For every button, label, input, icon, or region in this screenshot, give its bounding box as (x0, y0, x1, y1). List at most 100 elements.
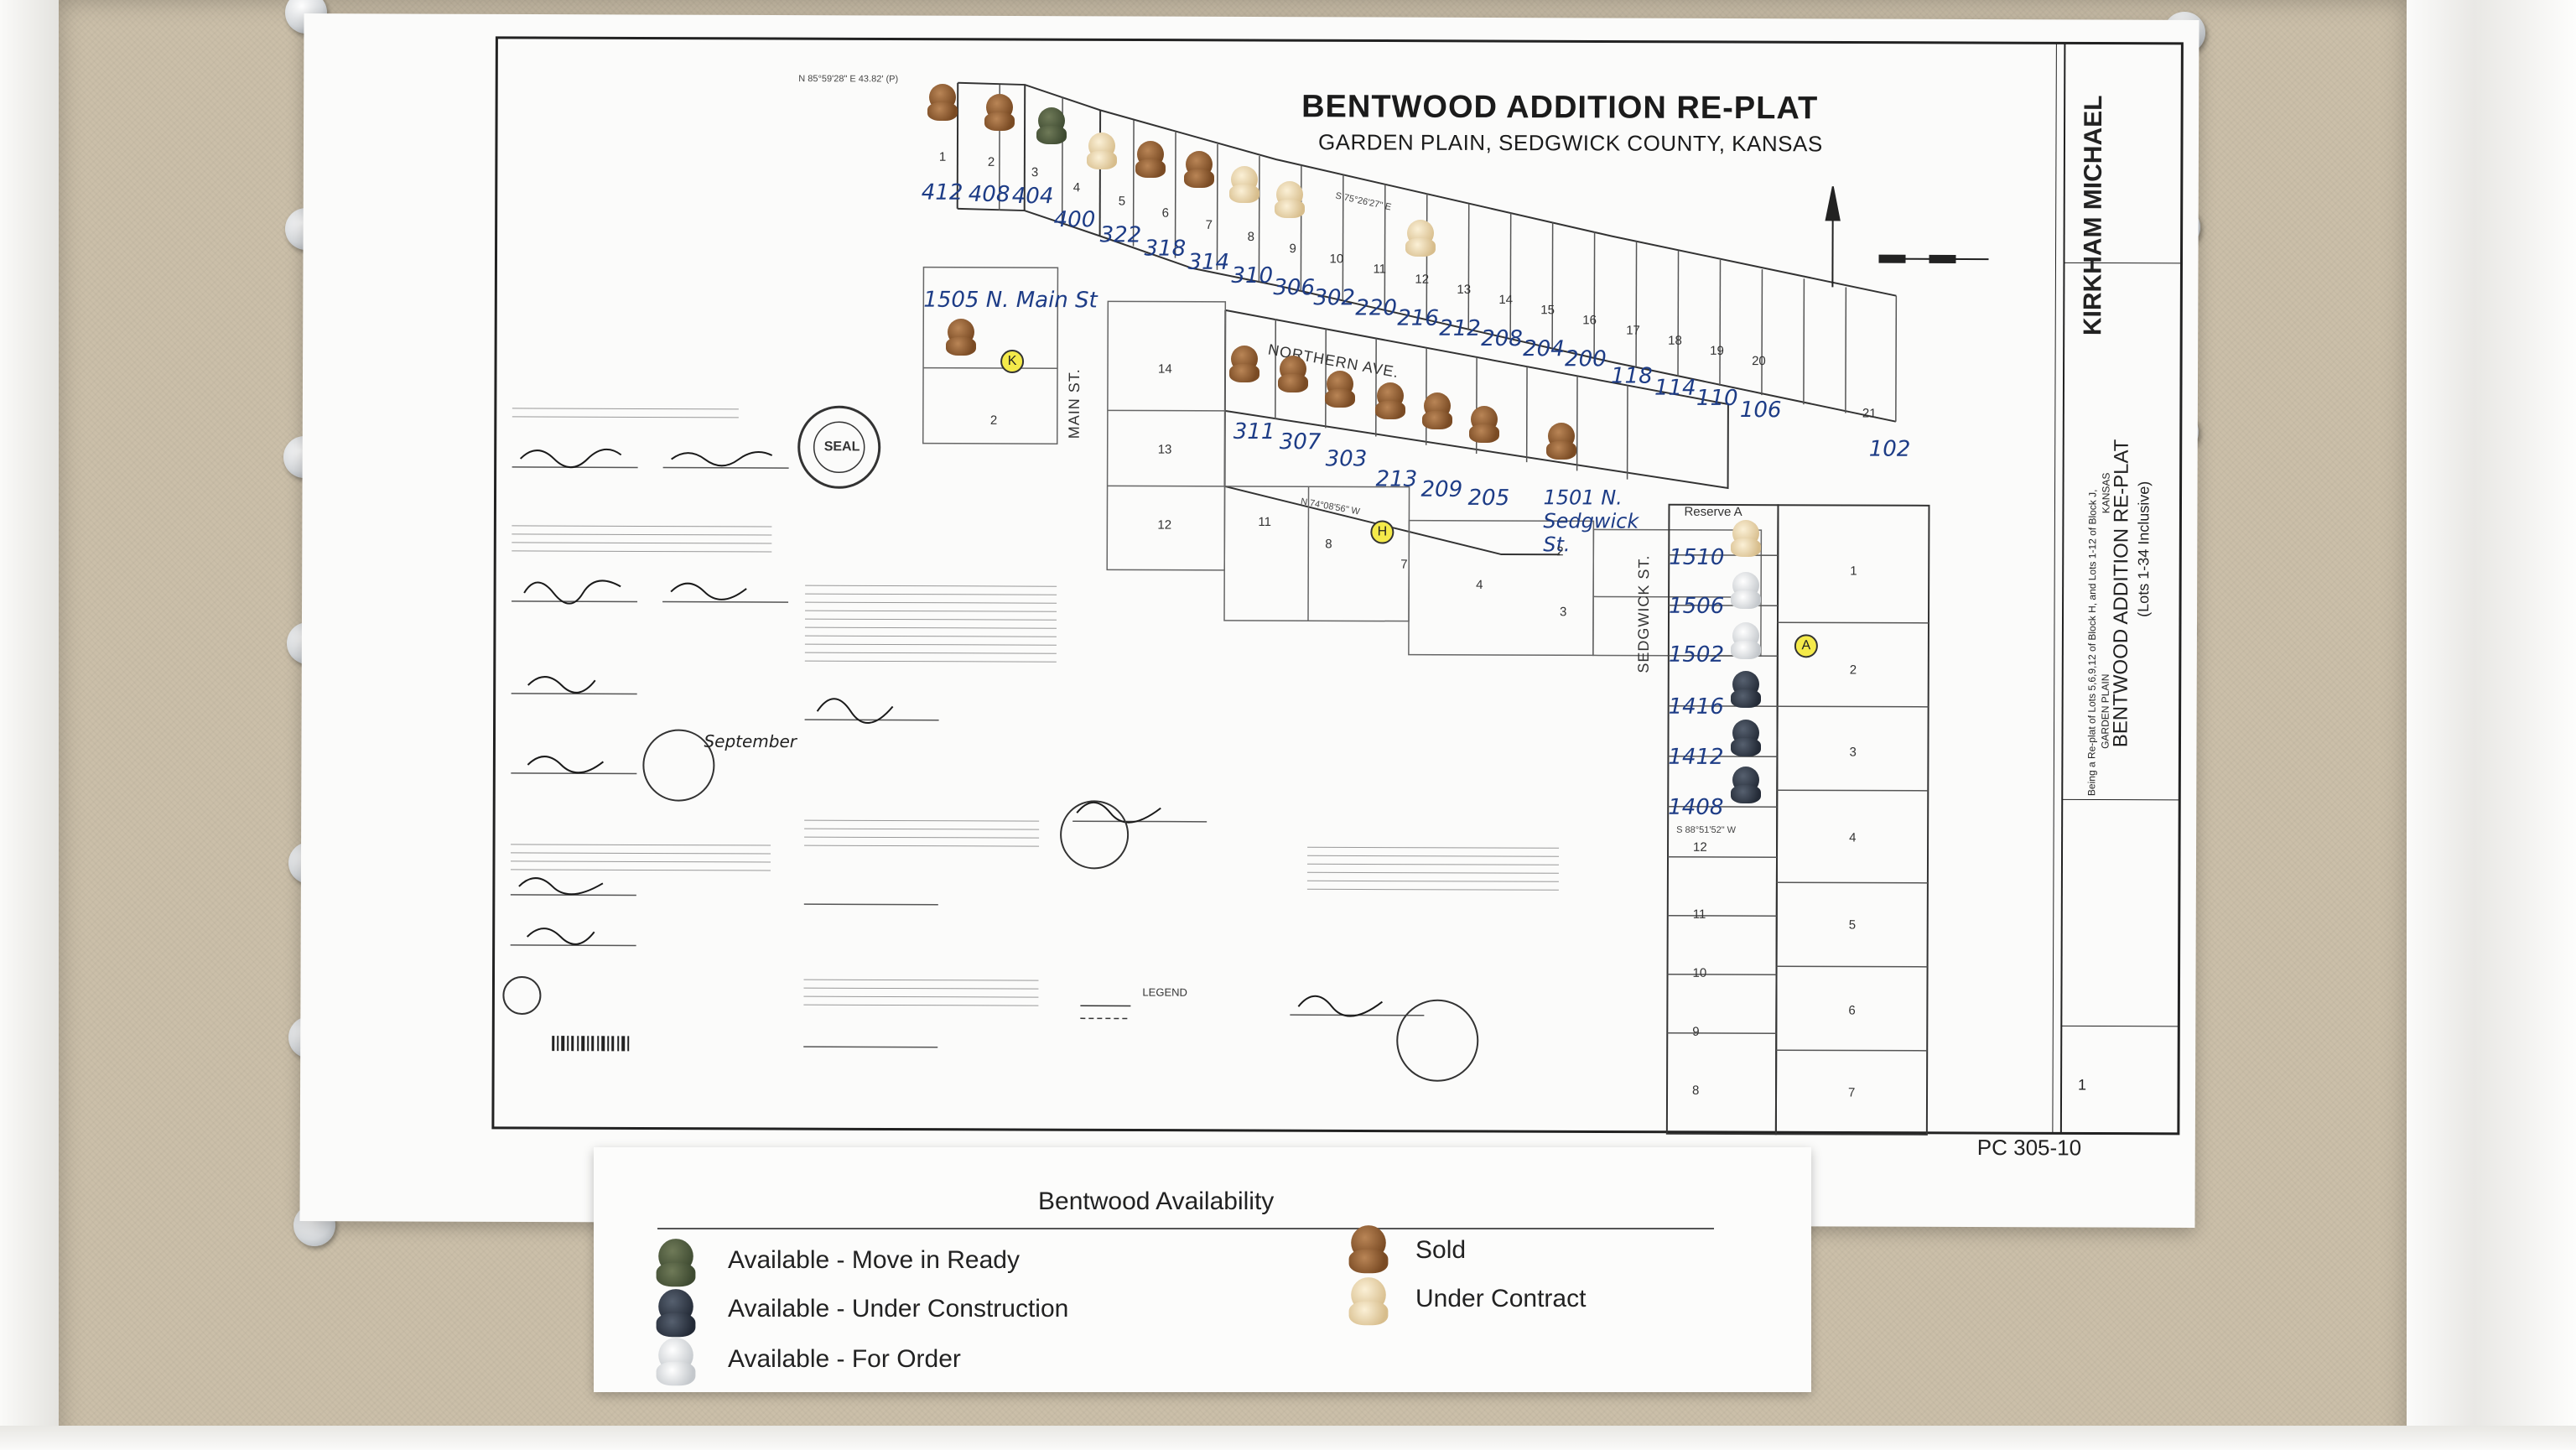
street-main-st: MAIN ST. (1065, 368, 1083, 439)
lot-number: 8 (1247, 229, 1254, 245)
house-number: 307 (1279, 429, 1322, 455)
lot-number: 11 (1258, 515, 1272, 530)
house-number: 1510 (1669, 544, 1725, 570)
house-number: 209 (1420, 476, 1463, 502)
lot-number: 4 (1849, 830, 1857, 845)
house-number: 205 (1467, 485, 1510, 512)
lot-number: 2 (989, 413, 998, 428)
lot-number: 7 (1205, 217, 1213, 232)
lot-pin-under-construction (1731, 671, 1761, 709)
house-number: 408 (968, 181, 1010, 207)
house-number: 1408 (1668, 794, 1724, 820)
lot-number: 13 (1157, 442, 1172, 457)
house-number: 311 (1233, 418, 1275, 445)
lot-pin-sold (1325, 371, 1355, 409)
lot-number: 10 (1692, 965, 1707, 980)
frame-right-edge (2407, 0, 2576, 1450)
legend-divider (657, 1228, 1714, 1229)
lot-pin-sold (1184, 151, 1214, 190)
lot-pin-under-contract (1405, 220, 1436, 258)
lot-number: 11 (1692, 907, 1706, 922)
block-label-k: K (1000, 349, 1025, 374)
lot-number: 20 (1752, 354, 1766, 369)
lot-pin-under-contract (1087, 133, 1117, 171)
lot-number: 1 (1850, 564, 1857, 579)
house-number: 102 (1868, 436, 1911, 462)
legend-heading: LEGEND (1142, 985, 1187, 999)
legend-swatch-sold (1348, 1225, 1389, 1276)
house-number: 314 (1187, 249, 1230, 275)
house-number: 302 (1313, 285, 1356, 311)
lot-number: 18 (1668, 333, 1682, 348)
lot-number: 9 (1289, 242, 1296, 257)
house-number: 400 (1053, 207, 1096, 233)
legend-swatch-move-in-ready (656, 1239, 696, 1289)
house-number: 212 (1439, 315, 1481, 341)
lot-number: 12 (1693, 839, 1707, 855)
lot-number: 5 (1118, 194, 1126, 209)
lot-pin-sold (1229, 346, 1259, 384)
lot-pin-for-order (1731, 572, 1761, 611)
frame-left-edge (0, 0, 59, 1450)
plat-subtitle: GARDEN PLAIN, SEDGWICK COUNTY, KANSAS (1317, 129, 1823, 157)
house-number: 318 (1144, 236, 1187, 262)
legend-label-under-construction: Available - Under Construction (728, 1295, 1069, 1323)
lot-number: 3 (1031, 165, 1039, 180)
lot-number: 6 (1161, 205, 1170, 221)
legend-label-move-in-ready: Available - Move in Ready (728, 1246, 1020, 1274)
lot-number: 19 (1710, 343, 1724, 358)
legend-swatch-under-contract (1348, 1277, 1389, 1328)
legend-label-under-contract: Under Contract (1415, 1285, 1587, 1312)
house-number: 110 (1696, 385, 1738, 412)
lot-number: 6 (1848, 1003, 1856, 1018)
seal-label: SEAL (823, 439, 860, 455)
house-number: 322 (1099, 222, 1142, 248)
lot-number: 11 (1373, 262, 1387, 277)
side-city: GARDEN PLAIN (2099, 673, 2111, 749)
lot-number: 21 (1862, 406, 1877, 421)
lot-number: 10 (1329, 252, 1344, 267)
lot-number: 8 (1692, 1083, 1700, 1098)
legend-label-for-order: Available - For Order (728, 1345, 961, 1373)
side-description: Being a Re-plat of Lots 5,6,9,12 of Bloc… (2085, 489, 2099, 797)
legend-label-sold: Sold (1415, 1236, 1467, 1264)
house-number: 220 (1355, 295, 1397, 321)
address-main-st: 1505 N. Main St (923, 287, 1098, 314)
house-number: 118 (1610, 363, 1653, 389)
house-number: 200 (1565, 346, 1607, 372)
lot-number: 12 (1157, 517, 1172, 533)
house-number: 310 (1231, 262, 1274, 289)
firm-logo: KIRKHAM MICHAEL (2079, 95, 2108, 336)
lot-number: 17 (1626, 323, 1640, 338)
lot-number: 8 (1325, 537, 1332, 552)
side-title: BENTWOOD ADDITION RE-PLAT (2109, 439, 2133, 748)
sheet-number: 1 (2078, 1076, 2087, 1094)
side-subtitle: (Lots 1-34 Inclusive) (2135, 481, 2153, 617)
lot-pin-under-construction (1731, 720, 1761, 758)
lot-pin-under-contract (1275, 181, 1305, 220)
frame-bottom-edge (0, 1426, 2576, 1450)
legend-title: Bentwood Availability (1038, 1188, 1275, 1215)
plat-map-sheet: BENTWOOD ADDITION RE-PLAT GARDEN PLAIN, … (299, 13, 2199, 1228)
lot-pin-under-construction (1731, 767, 1761, 805)
house-number: 208 (1481, 325, 1523, 352)
availability-legend: Bentwood Availability Available - Move i… (594, 1147, 1811, 1392)
house-number: 1416 (1668, 694, 1724, 720)
house-number: 404 (1011, 184, 1054, 210)
block-label-a: A (1794, 634, 1818, 658)
lot-pin-sold (1469, 406, 1499, 444)
lot-number: 5 (1848, 917, 1857, 933)
lot-number: 16 (1582, 313, 1597, 328)
lot-number: 12 (1415, 272, 1430, 287)
house-number: 216 (1397, 305, 1439, 331)
lot-number: 14 (1498, 293, 1514, 308)
house-number: 114 (1654, 375, 1696, 401)
lot-number: 15 (1540, 303, 1555, 318)
lot-number: 9 (1692, 1024, 1700, 1039)
reserve-label: Reserve A (1684, 504, 1742, 520)
legend-swatch-under-construction (656, 1289, 696, 1339)
lot-number: 2 (1849, 663, 1857, 678)
lot-pin-for-order (1731, 622, 1761, 661)
lot-number: 14 (1158, 361, 1172, 377)
lot-number: 13 (1457, 282, 1472, 297)
